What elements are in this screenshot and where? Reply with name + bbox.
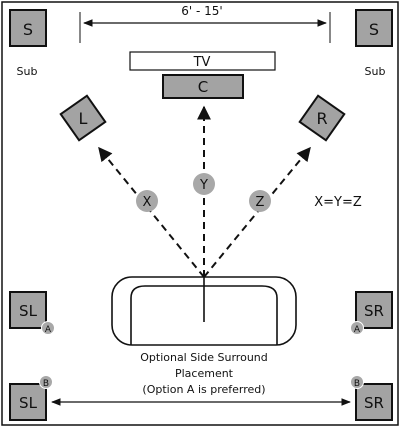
subwoofer-left-caption: Sub [17,65,38,78]
tv: TV [129,51,276,71]
badge-x: X [136,190,158,212]
badge-a-left [41,321,55,335]
badge-y: Y [193,173,215,195]
subwoofer-right-caption: Sub [365,65,386,78]
surround-right-option-a: SR A [350,291,393,335]
surround-right-b-box [355,383,393,421]
tv-box [129,51,276,71]
surround-note-line2: Placement [175,367,234,380]
distance-dimension: 6' - 15' [79,4,331,43]
surround-note-line3: (Option A is preferred) [142,383,265,396]
subwoofer-right-label: S [369,20,379,39]
surround-left-a-label: SL [19,302,38,320]
subwoofer-right-box [355,9,393,47]
center-speaker-box [162,74,244,99]
surround-left-option-a: SL A [9,291,55,335]
surround-right-a-label: SR [364,302,384,320]
badge-z-label: Z [256,195,265,210]
front-left-speaker-label: L [79,109,88,128]
surround-left-b-box [9,383,47,421]
badge-a-right [350,321,364,335]
subwoofer-left: S Sub [9,9,47,78]
surround-right-option-b: SR B [350,375,393,421]
surround-right-b-label: SR [364,394,384,412]
center-speaker: C [162,74,244,99]
surround-note-line1: Optional Side Surround [140,351,268,364]
line-x [98,146,205,278]
subwoofer-left-label: S [23,20,33,39]
front-right-speaker: R [298,94,346,142]
badge-b-right-label: B [354,379,360,389]
badge-y-circle [193,173,215,195]
badge-z-circle [249,190,271,212]
surround-left-b-label: SL [19,394,38,412]
badge-z: Z [249,190,271,212]
badge-b-left [39,375,53,389]
front-right-speaker-box [298,94,346,142]
badge-y-label: Y [199,178,208,193]
badge-x-label: X [143,195,152,210]
distance-label: 6' - 15' [181,4,222,18]
front-left-speaker: L [59,94,107,142]
tv-label: TV [193,55,211,70]
front-right-speaker-label: R [316,109,327,128]
surround-left-option-b: SL B [9,375,53,421]
surround-left-a-box [9,291,47,329]
subwoofer-left-box [9,9,47,47]
equal-distance-label: X=Y=Z [314,195,362,210]
badge-x-circle [136,190,158,212]
line-z [203,146,311,278]
sofa [111,276,297,346]
surround-right-a-box [355,291,393,329]
badge-b-left-label: B [43,379,49,389]
badge-a-left-label: A [45,325,52,335]
badge-a-right-label: A [354,325,361,335]
badge-b-right [350,375,364,389]
center-speaker-label: C [198,78,208,96]
subwoofer-right: S Sub [355,9,393,78]
front-left-speaker-box [59,94,107,142]
